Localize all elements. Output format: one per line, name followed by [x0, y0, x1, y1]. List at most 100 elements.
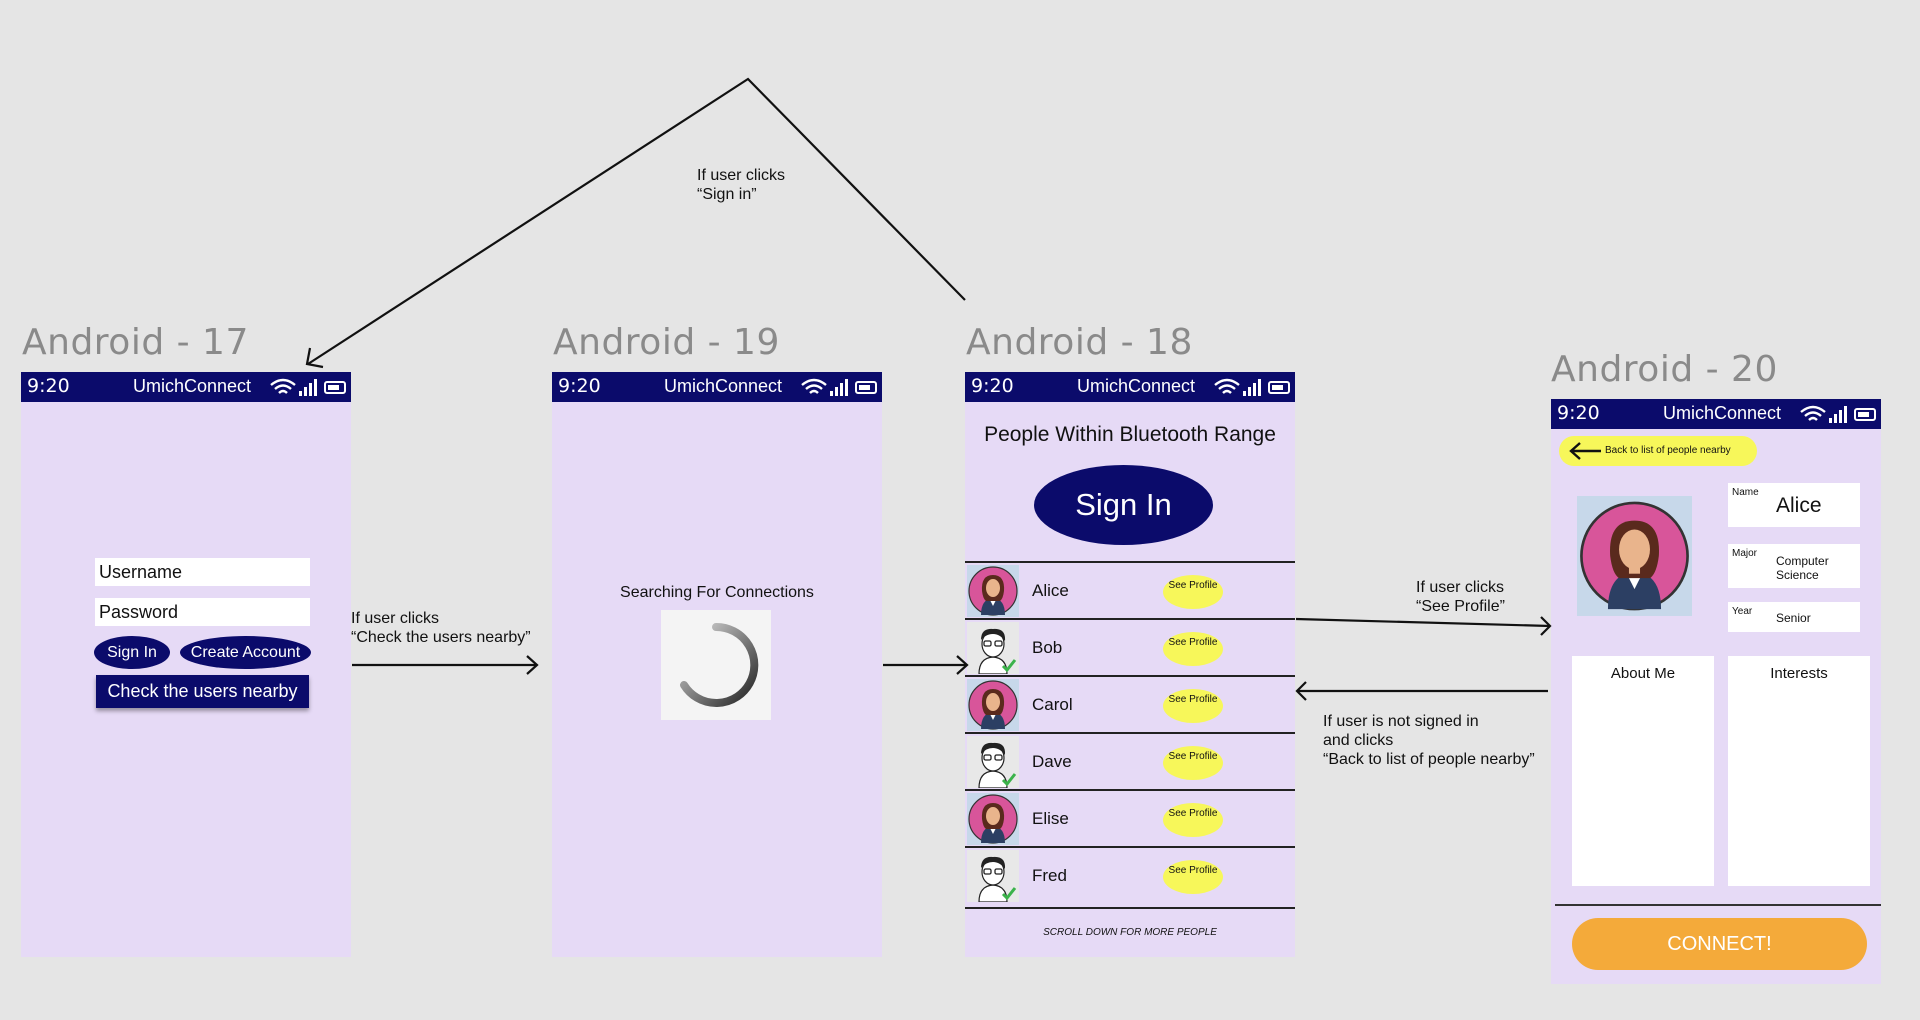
about-me-label: About Me [1610, 665, 1676, 682]
see-profile-button[interactable]: See Profile [1163, 803, 1223, 837]
status-icons [1800, 405, 1876, 423]
male-avatar-icon [967, 850, 1019, 903]
list-item: Fred See Profile [965, 846, 1295, 903]
battery-icon [855, 381, 877, 394]
password-field[interactable]: Password [95, 598, 310, 626]
female-avatar-icon [967, 565, 1019, 617]
loading-spinner [661, 610, 771, 720]
interests-label: Interests [1770, 665, 1828, 682]
searching-screen: 9:20 UmichConnect Searching For Connecti… [552, 372, 882, 957]
battery-icon [1268, 381, 1290, 394]
name-label: Name [1732, 487, 1759, 498]
status-time: 9:20 [27, 375, 70, 397]
profile-photo [1577, 496, 1692, 616]
list-item: Carol See Profile [965, 675, 1295, 732]
year-value: Senior [1776, 611, 1811, 625]
status-bar: 9:20 UmichConnect [21, 372, 351, 402]
person-name: Fred [1032, 866, 1067, 885]
status-app-name: UmichConnect [1077, 376, 1196, 396]
profile-screen: 9:20 UmichConnect Back to list of people… [1551, 399, 1881, 984]
status-icons [270, 378, 346, 396]
signal-icon [1829, 406, 1847, 423]
status-app-name: UmichConnect [664, 376, 783, 396]
status-icons [801, 378, 877, 396]
year-card: Year Senior [1728, 602, 1860, 632]
see-profile-button[interactable]: See Profile [1163, 860, 1223, 894]
section-divider [1555, 904, 1881, 906]
female-avatar-icon [967, 793, 1019, 845]
battery-icon [1854, 408, 1876, 421]
status-time: 9:20 [971, 375, 1014, 397]
spinner-icon [680, 622, 759, 707]
annotation-back: If user is not signed in and clicks “Bac… [1323, 713, 1535, 768]
wifi-icon [270, 378, 296, 394]
status-bar: 9:20 UmichConnect [1551, 399, 1881, 429]
back-button[interactable]: Back to list of people nearby [1559, 436, 1757, 466]
wifi-icon [1800, 405, 1826, 421]
arrow-head-see-profile [1540, 616, 1552, 636]
sign-in-button-large[interactable]: Sign In [1034, 465, 1213, 545]
list-bottom-divider [965, 907, 1295, 909]
see-profile-button[interactable]: See Profile [1163, 575, 1223, 609]
person-name: Carol [1032, 695, 1073, 714]
see-profile-button[interactable]: See Profile [1163, 632, 1223, 666]
female-avatar-icon [1580, 501, 1689, 611]
arrow-see-profile [1295, 617, 1551, 628]
connect-button[interactable]: CONNECT! [1572, 918, 1867, 970]
create-account-button[interactable]: Create Account [180, 636, 311, 669]
searching-message: Searching For Connections [620, 584, 814, 601]
signal-icon [830, 379, 848, 396]
major-label: Major [1732, 548, 1758, 559]
status-bar: 9:20 UmichConnect [965, 372, 1295, 402]
male-avatar-icon [967, 622, 1019, 675]
arrow-left-icon [1569, 442, 1601, 460]
name-card: Name Alice [1728, 483, 1860, 527]
person-name: Elise [1032, 809, 1069, 828]
list-item: Dave See Profile [965, 732, 1295, 789]
status-bar: 9:20 UmichConnect [552, 372, 882, 402]
people-list-screen: 9:20 UmichConnect People Within Bluetoot… [965, 372, 1295, 957]
major-card: Major Computer Science [1728, 544, 1860, 588]
username-field[interactable]: Username [95, 558, 310, 586]
person-name: Bob [1032, 638, 1063, 657]
status-app-name: UmichConnect [1663, 403, 1782, 423]
list-item: Bob See Profile [965, 618, 1295, 675]
status-time: 9:20 [558, 375, 601, 397]
frame-title-android-18: Android - 18 [966, 322, 1193, 363]
see-profile-button[interactable]: See Profile [1163, 746, 1223, 780]
frame-title-android-17: Android - 17 [22, 322, 249, 363]
name-value: Alice [1776, 494, 1822, 517]
person-name: Dave [1032, 752, 1072, 771]
login-screen: 9:20 UmichConnect Username Password Sign… [21, 372, 351, 957]
annotation-sign-in: If user clicks “Sign in” [697, 167, 786, 203]
interests-card: Interests [1728, 656, 1870, 886]
battery-icon [324, 381, 346, 394]
sign-in-button[interactable]: Sign In [94, 636, 170, 669]
signal-icon [1243, 379, 1261, 396]
see-profile-button[interactable]: See Profile [1163, 689, 1223, 723]
about-me-card: About Me [1572, 656, 1714, 886]
check-users-nearby-button[interactable]: Check the users nearby [96, 675, 309, 708]
list-heading: People Within Bluetooth Range [984, 423, 1276, 446]
wifi-icon [801, 378, 827, 394]
arrow-head-sign-in [305, 347, 324, 369]
year-label: Year [1732, 606, 1753, 617]
female-avatar-icon [967, 679, 1019, 731]
male-avatar-icon [967, 736, 1019, 789]
frame-title-android-19: Android - 19 [553, 322, 780, 363]
status-time: 9:20 [1557, 402, 1600, 424]
frame-title-android-20: Android - 20 [1551, 349, 1778, 390]
arrow-head-check-nearby [526, 655, 539, 675]
back-button-label: Back to list of people nearby [1605, 445, 1731, 456]
status-icons [1214, 378, 1290, 396]
arrow-head-back-to-list [1295, 681, 1307, 701]
signal-icon [299, 379, 317, 396]
list-item: Elise See Profile [965, 789, 1295, 846]
annotation-check-nearby: If user clicks “Check the users nearby” [351, 610, 531, 646]
scroll-hint: SCROLL DOWN FOR MORE PEOPLE [1043, 927, 1217, 938]
annotation-see-profile: If user clicks “See Profile” [1416, 579, 1505, 615]
major-value: Computer Science [1776, 554, 1829, 582]
status-app-name: UmichConnect [133, 376, 252, 396]
